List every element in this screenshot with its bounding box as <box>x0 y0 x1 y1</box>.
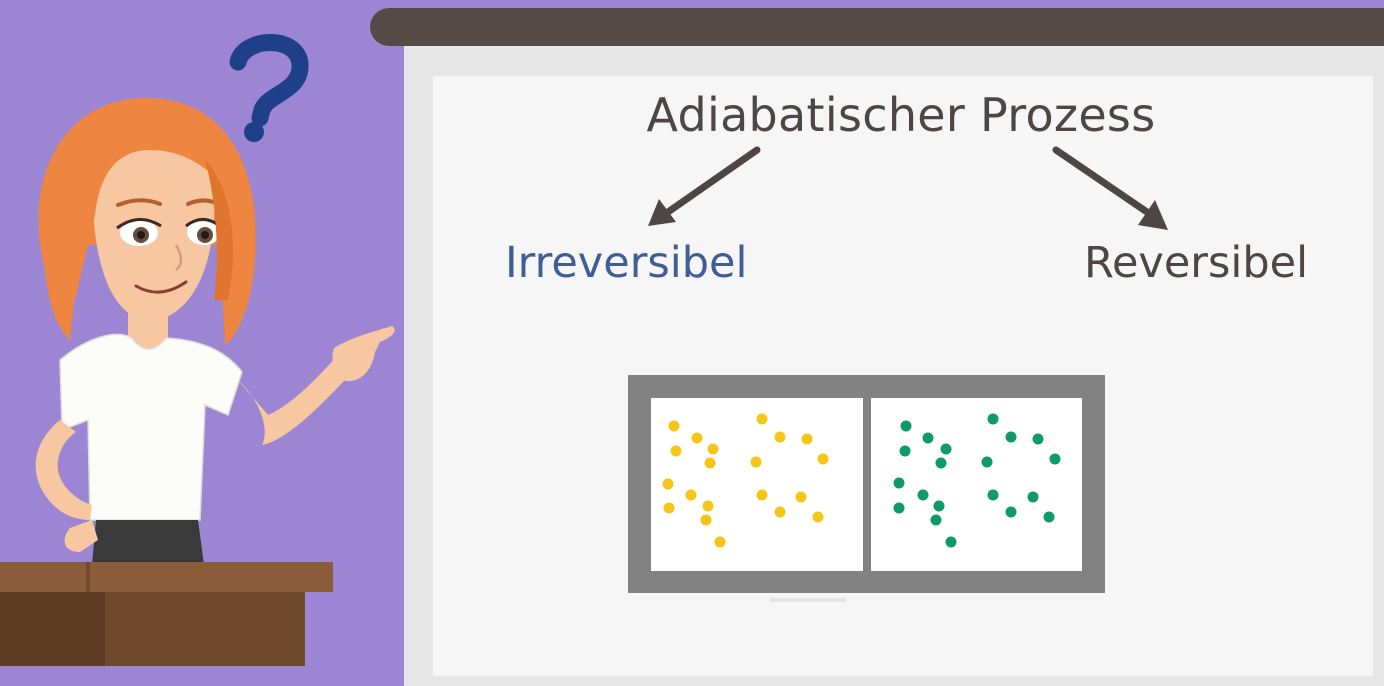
particle-dot <box>817 453 829 465</box>
particle-dot <box>774 431 786 443</box>
shirt <box>59 333 243 521</box>
question-mark-icon <box>229 34 309 142</box>
board-diagram <box>628 146 1168 602</box>
particle-dot <box>917 489 929 501</box>
particle-dot <box>987 489 999 501</box>
particle-dot <box>893 477 905 489</box>
particle-dot <box>935 457 947 469</box>
particle-dot <box>756 413 768 425</box>
particle-dot <box>685 489 697 501</box>
particle-dot <box>714 536 726 548</box>
particle-dot <box>662 478 674 490</box>
particle-dot <box>1005 506 1017 518</box>
particle-dot <box>812 511 824 523</box>
particle-dot <box>940 443 952 455</box>
particle-dot <box>1032 433 1044 445</box>
particle-dot <box>774 506 786 518</box>
left-chamber <box>651 398 863 571</box>
particle-dot <box>945 536 957 548</box>
particle-dot <box>702 500 714 512</box>
particle-dot <box>668 420 680 432</box>
arrow-right-icon <box>1052 146 1168 230</box>
particle-dot <box>1049 453 1061 465</box>
particle-dot <box>691 432 703 444</box>
arrow-left-icon <box>648 146 761 226</box>
particle-dot <box>750 456 762 468</box>
particle-dot <box>707 443 719 455</box>
particle-dot <box>922 432 934 444</box>
particle-dot <box>987 413 999 425</box>
particle-dot <box>930 514 942 526</box>
particle-dot <box>700 514 712 526</box>
whiteboard-rail <box>370 8 1384 46</box>
particle-dot <box>795 491 807 503</box>
particle-dot <box>981 456 993 468</box>
particle-dot <box>756 489 768 501</box>
scene: Adiabatischer Prozess Irreversibel Rever… <box>0 8 1384 686</box>
label-irreversibel: Irreversibel <box>505 238 748 288</box>
particle-dot <box>900 420 912 432</box>
particle-dot <box>899 445 911 457</box>
desk <box>0 562 333 666</box>
particle-dot <box>1005 431 1017 443</box>
gas-container <box>628 375 1105 602</box>
particle-dot <box>1027 491 1039 503</box>
particle-dot <box>893 502 905 514</box>
teacher-illustration <box>0 34 395 666</box>
particle-dot <box>670 445 682 457</box>
particle-dot <box>1043 511 1055 523</box>
board-title: Adiabatischer Prozess <box>646 88 1156 142</box>
particles-left <box>662 413 829 548</box>
label-reversibel: Reversibel <box>1084 238 1309 288</box>
pointing-hand <box>332 326 395 382</box>
eyes <box>116 198 224 246</box>
particle-dot <box>704 457 716 469</box>
particle-dot <box>801 433 813 445</box>
particle-dot <box>663 502 675 514</box>
particle-dot <box>933 500 945 512</box>
particles-right <box>893 413 1061 548</box>
